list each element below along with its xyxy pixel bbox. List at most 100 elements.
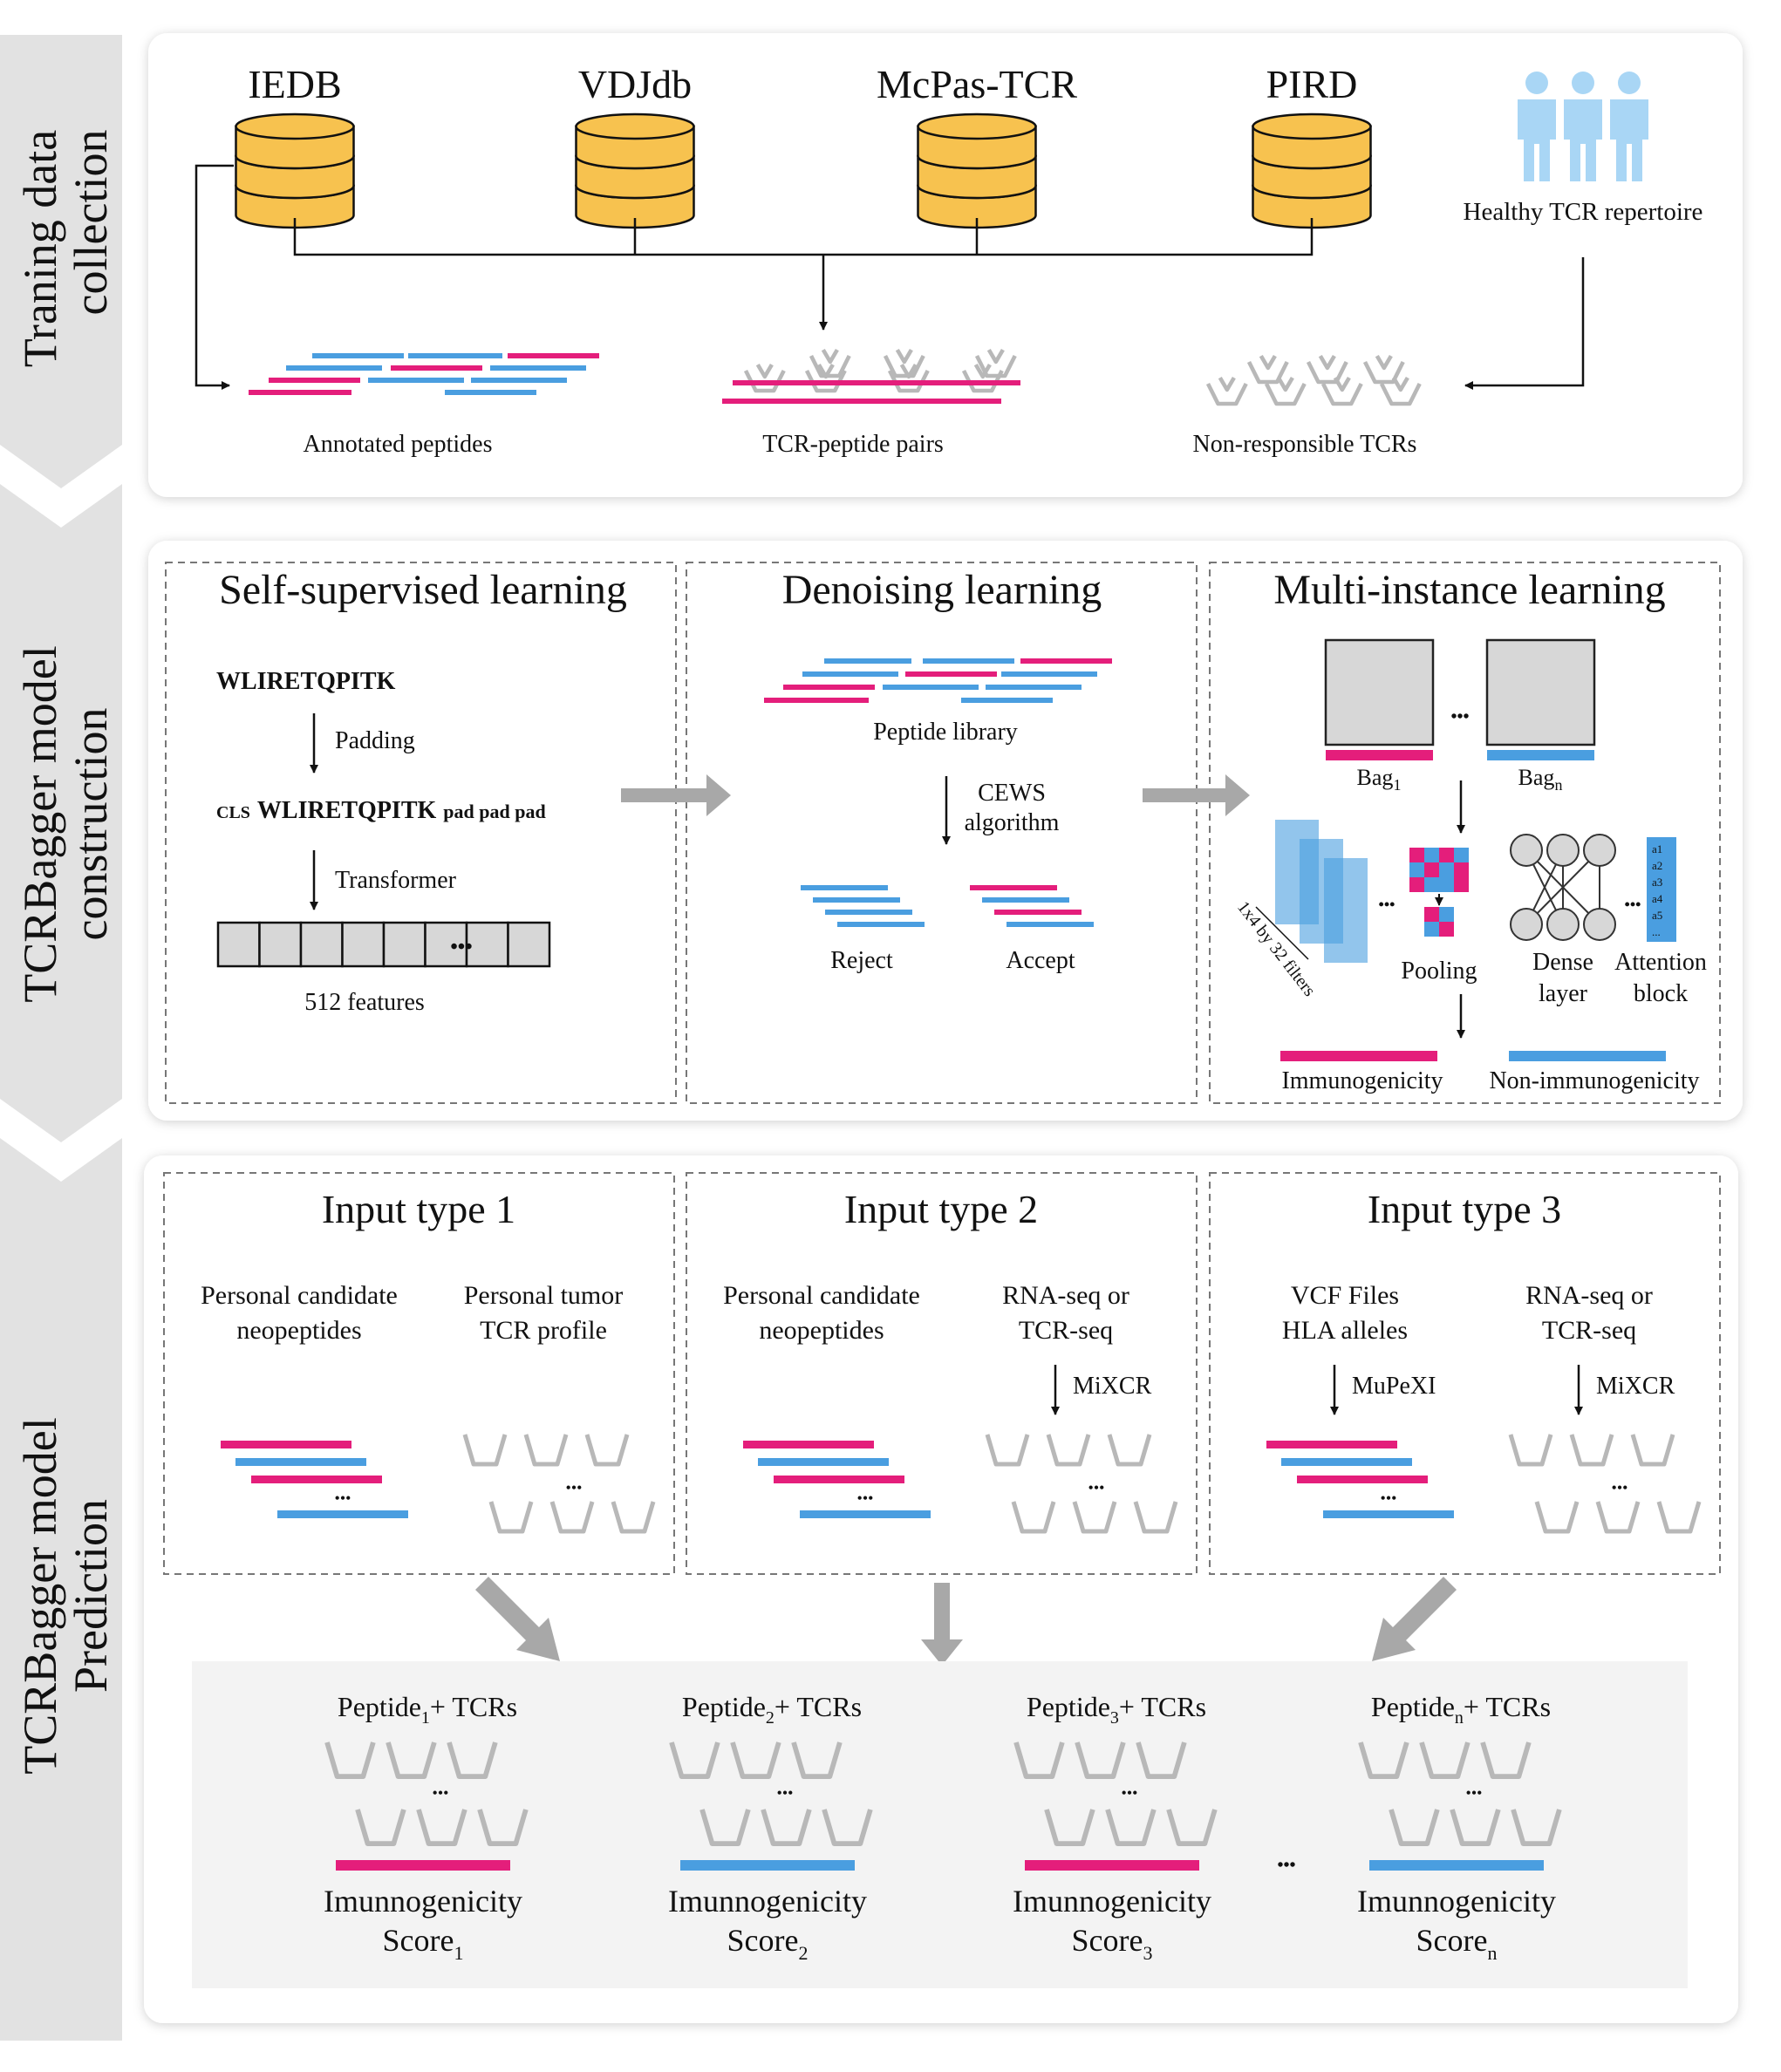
input-left-line1: VCF Files bbox=[1291, 1281, 1399, 1310]
reject-bar bbox=[801, 885, 888, 890]
neopeptide-bar bbox=[800, 1510, 931, 1518]
sidebar-stage1-line2: collection bbox=[65, 130, 117, 316]
feature-cell bbox=[216, 921, 261, 968]
pooled-cell bbox=[1424, 907, 1439, 922]
tcr-icon bbox=[386, 1741, 437, 1779]
tcr-icon bbox=[730, 1741, 781, 1779]
feature-cell bbox=[507, 921, 551, 968]
ssl-box bbox=[165, 562, 677, 1104]
score-tcr-ellipsis: ••• bbox=[1122, 1784, 1138, 1802]
mil-dense-ellipsis: ••• bbox=[1625, 896, 1641, 913]
score-bar bbox=[1025, 1860, 1199, 1871]
feature-cell bbox=[465, 921, 509, 968]
denoise-accept-label: Accept bbox=[1006, 947, 1075, 974]
mil-dense-line2: layer bbox=[1539, 980, 1588, 1007]
input-type-title: Input type 3 bbox=[1368, 1187, 1561, 1231]
tcr-icon bbox=[1046, 1434, 1091, 1467]
tcr-icon bbox=[1044, 1809, 1095, 1846]
cnn-filter-axis bbox=[1255, 906, 1309, 960]
scores-ellipsis: ••• bbox=[1277, 1856, 1295, 1875]
library-bar bbox=[764, 698, 869, 703]
ssl-cls-token: CLS bbox=[216, 803, 250, 822]
attention-column bbox=[1647, 837, 1676, 942]
tcr-icon bbox=[985, 1434, 1030, 1467]
score-peptide-text: Peptide bbox=[338, 1691, 421, 1722]
person-body bbox=[1564, 99, 1602, 181]
peptide-bar bbox=[286, 365, 382, 371]
tcr-icon bbox=[1534, 1501, 1580, 1534]
database-layer-top bbox=[575, 112, 695, 140]
tcr-icon bbox=[1511, 1809, 1562, 1846]
sidebar-stage2-line2: construction bbox=[65, 708, 117, 941]
reject-bar bbox=[813, 897, 900, 903]
right-tool-label: MiXCR bbox=[1596, 1373, 1675, 1400]
neopeptide-bar bbox=[1297, 1476, 1428, 1483]
connector-db-bus bbox=[293, 218, 1314, 256]
neopeptide-bar bbox=[758, 1458, 889, 1466]
neopeptide-ellipsis: ••• bbox=[335, 1489, 351, 1507]
tcr-icon bbox=[1508, 1434, 1553, 1467]
tcr-icon bbox=[1011, 1501, 1056, 1534]
ssl-title: Self-supervised learning bbox=[219, 567, 627, 613]
pooling-cell bbox=[1454, 862, 1469, 877]
score-label-line1: Imunnogenicity bbox=[1013, 1884, 1211, 1919]
tcr-icon bbox=[1105, 1809, 1157, 1846]
database-icons bbox=[235, 112, 1372, 229]
library-bar bbox=[923, 658, 1014, 664]
dense-node bbox=[1510, 908, 1543, 941]
output-tcr-peptide-pairs: TCR-peptide pairs bbox=[762, 431, 944, 458]
database-icon bbox=[235, 112, 355, 229]
denoise-algorithm-line2: algorithm bbox=[965, 809, 1060, 836]
feature-cell bbox=[424, 921, 468, 968]
panel-collection: IEDB VDJdb McPas-TCR PIRD Healthy TCR re… bbox=[148, 33, 1743, 497]
score-peptide-tcrs: + TCRs bbox=[774, 1691, 862, 1722]
sidebar-stage3-line1: TCRBagger model bbox=[14, 1417, 66, 1774]
input3-box bbox=[1209, 1172, 1721, 1575]
score-peptide-text: Peptide bbox=[682, 1691, 766, 1722]
score-bar bbox=[1369, 1860, 1544, 1871]
sidebar-stage1-line1: Traning data bbox=[14, 130, 66, 368]
healthy-tcr-label: Healthy TCR repertoire bbox=[1464, 198, 1703, 226]
tcr-icon bbox=[1107, 1434, 1152, 1467]
tcr-icon bbox=[1630, 1434, 1675, 1467]
input-type-title: Input type 2 bbox=[844, 1187, 1038, 1231]
input1-box bbox=[163, 1172, 675, 1575]
ssl-features-label: 512 features bbox=[304, 989, 425, 1016]
peptide-bar bbox=[490, 365, 586, 371]
side-band-stage3 bbox=[0, 1138, 122, 2041]
arrow-iedb-to-peptides bbox=[194, 164, 234, 390]
pooled-cell bbox=[1439, 907, 1454, 922]
score-bar bbox=[680, 1860, 855, 1871]
db-label-vdjdb: VDJdb bbox=[578, 62, 692, 106]
person-icon bbox=[1564, 72, 1602, 181]
immuno-bar bbox=[1280, 1051, 1437, 1061]
database-icon bbox=[1252, 112, 1372, 229]
input-left-line1: Personal candidate bbox=[201, 1281, 398, 1310]
accept-graphic bbox=[970, 885, 1094, 927]
input-right-line2: TCR profile bbox=[480, 1316, 607, 1345]
library-bar bbox=[824, 658, 911, 664]
accept-bar bbox=[1007, 922, 1094, 927]
db-label-mcpas: McPas-TCR bbox=[877, 62, 1077, 106]
tcr-peptide-pairs-graphic bbox=[722, 348, 1020, 404]
peptide-bar bbox=[391, 365, 482, 371]
attention-cell-label: a1 bbox=[1652, 842, 1662, 855]
library-bar bbox=[1020, 658, 1112, 664]
tcr-chain-icon bbox=[974, 348, 1017, 378]
tcr-icon bbox=[1013, 1741, 1065, 1779]
pooling-cell bbox=[1424, 848, 1439, 862]
score-subscript: 2 bbox=[798, 1942, 808, 1964]
score-tcr-ellipsis: ••• bbox=[777, 1784, 794, 1802]
tcr-icon bbox=[1075, 1741, 1126, 1779]
mil-dense-line1: Dense bbox=[1532, 949, 1593, 976]
annotated-peptides-graphic bbox=[249, 353, 599, 395]
pooling-cell bbox=[1424, 877, 1439, 892]
tcr-chain-icon bbox=[1205, 376, 1248, 406]
input-right-line2: TCR-seq bbox=[1542, 1316, 1636, 1345]
tcr-chain-icon bbox=[883, 348, 925, 378]
arrow-input3-to-scores bbox=[1372, 1577, 1457, 1661]
cnn-filter bbox=[1324, 858, 1368, 963]
